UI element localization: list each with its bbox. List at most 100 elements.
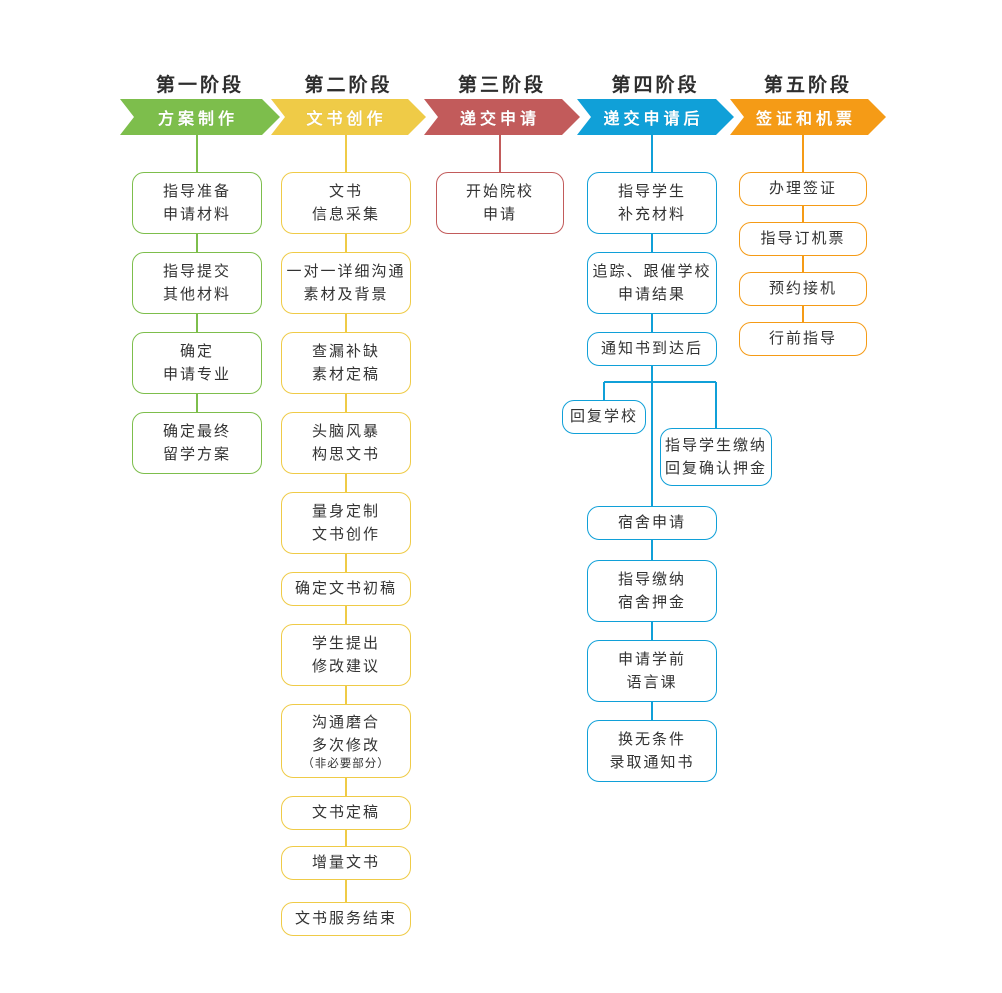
connector-p5-2 [802, 306, 804, 322]
node-line: 增量文书 [311, 854, 380, 872]
connector-p2-6 [345, 686, 347, 704]
connector-p5-1 [802, 256, 804, 272]
node-line: 一对一详细沟通 [286, 262, 406, 280]
node-line: 素材及背景 [303, 286, 389, 303]
node-p5-n1[interactable]: 办理签证 [739, 172, 867, 206]
node-p4-b2[interactable]: 指导学生缴纳回复确认押金 [660, 428, 772, 486]
connector-p4-low-1 [651, 622, 653, 640]
node-line: 确定最终 [162, 422, 231, 440]
node-p4-n7[interactable]: 换无条件录取通知书 [587, 720, 717, 782]
node-line: 回复确认押金 [664, 460, 767, 477]
connector-p4-head [651, 135, 653, 172]
connector-p1-0 [196, 234, 198, 252]
phase-banner-4[interactable]: 递交申请后 [577, 99, 734, 135]
phase-heading-1: 第一阶段 [155, 75, 244, 96]
node-line: 回复学校 [569, 408, 638, 426]
node-line: 其他材料 [162, 286, 231, 303]
node-p5-n2[interactable]: 指导订机票 [739, 222, 867, 256]
node-line: 文书服务结束 [294, 910, 397, 928]
node-p2-n11[interactable]: 文书服务结束 [281, 902, 411, 936]
node-line: 申请专业 [162, 366, 231, 383]
node-line: 指导学生缴纳 [664, 436, 767, 454]
connector-p1-2 [196, 394, 198, 412]
node-line: 查漏补缺 [311, 342, 380, 360]
connector-p2-2 [345, 394, 347, 412]
phase-banner-5[interactable]: 签证和机票 [730, 99, 886, 135]
node-line: 办理签证 [768, 180, 837, 198]
node-line: 文书定稿 [311, 804, 380, 822]
node-p4-n2[interactable]: 追踪、跟催学校申请结果 [587, 252, 717, 314]
node-p2-n10[interactable]: 增量文书 [281, 846, 411, 880]
phase-banner-2[interactable]: 文书创作 [271, 99, 426, 135]
connector-p2-1 [345, 314, 347, 332]
node-p1-n4[interactable]: 确定最终留学方案 [132, 412, 262, 474]
node-p5-n3[interactable]: 预约接机 [739, 272, 867, 306]
connector-p4-branch-bus [604, 381, 716, 383]
node-p4-b1[interactable]: 回复学校 [562, 400, 646, 434]
node-p2-n3[interactable]: 查漏补缺素材定稿 [281, 332, 411, 394]
connector-p4-low-0 [651, 540, 653, 560]
node-line: 信息采集 [311, 206, 380, 223]
connector-p4-low-2 [651, 702, 653, 720]
node-p2-n5[interactable]: 量身定制文书创作 [281, 492, 411, 554]
node-p5-n4[interactable]: 行前指导 [739, 322, 867, 356]
node-line: 文书创作 [311, 526, 380, 543]
node-line: 宿舍押金 [617, 594, 686, 611]
connector-p1-head [196, 135, 198, 172]
phase-heading-3: 第三阶段 [457, 75, 546, 96]
node-p2-n8[interactable]: 沟通磨合多次修改 （非必要部分） [281, 704, 411, 778]
connector-p2-0 [345, 234, 347, 252]
connector-p2-4 [345, 554, 347, 572]
node-p2-n2[interactable]: 一对一详细沟通素材及背景 [281, 252, 411, 314]
node-p4-n3[interactable]: 通知书到达后 [587, 332, 717, 366]
node-p3-n1[interactable]: 开始院校申请 [436, 172, 564, 234]
node-line: 申请材料 [162, 206, 231, 223]
node-line: 录取通知书 [609, 754, 695, 771]
phase-banner-3[interactable]: 递交申请 [424, 99, 580, 135]
node-p2-n4[interactable]: 头脑风暴构思文书 [281, 412, 411, 474]
connector-p2-3 [345, 474, 347, 492]
node-p2-n6[interactable]: 确定文书初稿 [281, 572, 411, 606]
node-line: 申请学前 [617, 650, 686, 668]
node-line: 通知书到达后 [600, 340, 703, 358]
connector-p4-branch-left [603, 382, 605, 400]
node-p4-n1[interactable]: 指导学生补充材料 [587, 172, 717, 234]
node-p4-n4[interactable]: 宿舍申请 [587, 506, 717, 540]
node-line: 头脑风暴 [311, 422, 380, 440]
connector-p3-head [499, 135, 501, 172]
node-p2-n9[interactable]: 文书定稿 [281, 796, 411, 830]
node-line: 语言课 [626, 674, 678, 691]
connector-p5-head [802, 135, 804, 172]
node-line: 沟通磨合 [311, 713, 380, 731]
node-p1-n1[interactable]: 指导准备申请材料 [132, 172, 262, 234]
node-line: 预约接机 [768, 280, 837, 298]
node-note: （非必要部分） [302, 758, 390, 771]
phase-banner-1[interactable]: 方案制作 [120, 99, 280, 135]
connector-p4-branch-drop [651, 366, 653, 382]
connector-p2-8 [345, 830, 347, 846]
connector-p4-top-1 [651, 314, 653, 332]
node-line: 确定文书初稿 [294, 580, 397, 598]
node-p1-n3[interactable]: 确定申请专业 [132, 332, 262, 394]
connector-p2-7 [345, 778, 347, 796]
node-line: 指导准备 [162, 182, 231, 200]
node-p2-n7[interactable]: 学生提出修改建议 [281, 624, 411, 686]
connector-p2-head [345, 135, 347, 172]
node-p2-n1[interactable]: 文书信息采集 [281, 172, 411, 234]
node-line: 行前指导 [768, 330, 837, 348]
node-line: 指导缴纳 [617, 570, 686, 588]
node-p4-n6[interactable]: 申请学前语言课 [587, 640, 717, 702]
node-p1-n2[interactable]: 指导提交其他材料 [132, 252, 262, 314]
node-line: 留学方案 [162, 446, 231, 463]
node-line: 开始院校 [465, 182, 534, 200]
connector-p4-top-0 [651, 234, 653, 252]
connector-p4-branch-right [715, 382, 717, 428]
node-line: 多次修改 [311, 736, 380, 754]
node-p4-n5[interactable]: 指导缴纳宿舍押金 [587, 560, 717, 622]
phase-heading-2: 第二阶段 [304, 75, 393, 96]
node-line: 申请 [482, 206, 517, 223]
connector-p2-9 [345, 880, 347, 902]
node-line: 指导学生 [617, 182, 686, 200]
node-line: 构思文书 [311, 446, 380, 463]
